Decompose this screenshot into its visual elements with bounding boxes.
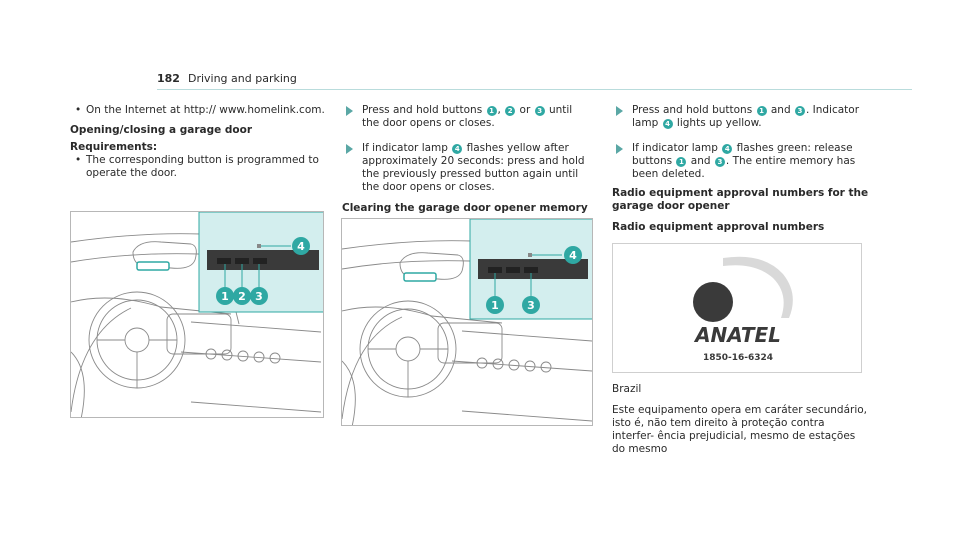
svg-text:4: 4 <box>297 240 305 253</box>
remote-control-highlight <box>136 261 170 271</box>
svg-text:1850-16-6324: 1850-16-6324 <box>703 353 773 363</box>
step-item: If indicator lamp 4 flashes green: relea… <box>612 142 872 181</box>
callout-3: 3 <box>250 287 268 305</box>
svg-text:3: 3 <box>527 299 535 312</box>
number-badge: 4 <box>452 144 463 154</box>
indicator-lamp <box>257 244 261 248</box>
country-label: Brazil <box>612 383 642 395</box>
number-badge: 1 <box>486 106 497 116</box>
arrow-right-icon <box>346 144 353 154</box>
page-header: 182 Driving and parking <box>157 72 297 85</box>
number-badge: 4 <box>722 144 733 154</box>
callout-4: 4 <box>292 237 310 255</box>
svg-text:1: 1 <box>491 299 499 312</box>
section-heading: Radio equipment approval numbers for the… <box>612 187 869 212</box>
section-heading: Clearing the garage door opener memory <box>342 202 588 214</box>
column-1: On the Internet at http:// www.homelink.… <box>70 104 330 182</box>
svg-text:2: 2 <box>238 290 246 303</box>
callout-1: 1 <box>486 296 504 314</box>
column-3: Press and hold buttons 1 and 3. Indicato… <box>612 104 872 234</box>
requirements-heading: Requirements: <box>70 141 158 153</box>
number-badge: 4 <box>662 119 673 129</box>
svg-text:4: 4 <box>569 249 577 262</box>
figure-clear-memory: 1 3 4 <box>341 218 593 426</box>
step-item: If indicator lamp 4 flashes yellow after… <box>342 142 592 194</box>
section-heading: Radio equipment approval numbers <box>612 221 825 233</box>
callout-2: 2 <box>233 287 251 305</box>
legal-paragraph: Este equipamento opera em caráter secund… <box>612 404 867 455</box>
callout-1: 1 <box>216 287 234 305</box>
column-2: Press and hold buttons 1, 2 or 3 until t… <box>342 104 592 215</box>
step-item: Press and hold buttons 1, 2 or 3 until t… <box>342 104 592 130</box>
car-interior-illustration: 1 2 3 4 <box>71 212 323 417</box>
callout-4: 4 <box>564 246 582 264</box>
step-item: Press and hold buttons 1 and 3. Indicato… <box>612 104 872 130</box>
svg-text:3: 3 <box>255 290 263 303</box>
list-item: The corresponding button is programmed t… <box>70 154 330 180</box>
indicator-lamp <box>528 253 532 257</box>
number-badge: 3 <box>794 106 805 116</box>
figure-garage-buttons: 1 2 3 4 <box>70 211 324 418</box>
arrow-right-icon <box>616 144 623 154</box>
page-number: 182 <box>157 72 180 85</box>
number-badge: 2 <box>505 106 516 116</box>
arrow-right-icon <box>616 106 623 116</box>
car-interior-illustration: 1 3 4 <box>342 219 592 425</box>
anatel-logo-figure: ANATEL 1850-16-6324 <box>612 243 862 373</box>
svg-text:ANATEL: ANATEL <box>693 323 781 347</box>
list-item: On the Internet at http:// www.homelink.… <box>70 104 330 117</box>
callout-3: 3 <box>522 296 540 314</box>
number-badge: 1 <box>676 157 687 167</box>
anatel-logo: ANATEL 1850-16-6324 <box>693 256 793 363</box>
section-heading: Opening/closing a garage door <box>70 124 253 136</box>
header-divider <box>157 89 912 90</box>
number-badge: 3 <box>714 157 725 167</box>
svg-text:1: 1 <box>221 290 229 303</box>
number-badge: 1 <box>756 106 767 116</box>
arrow-right-icon <box>346 106 353 116</box>
number-badge: 3 <box>534 106 545 116</box>
remote-control-highlight <box>403 272 437 282</box>
section-title: Driving and parking <box>187 72 297 85</box>
